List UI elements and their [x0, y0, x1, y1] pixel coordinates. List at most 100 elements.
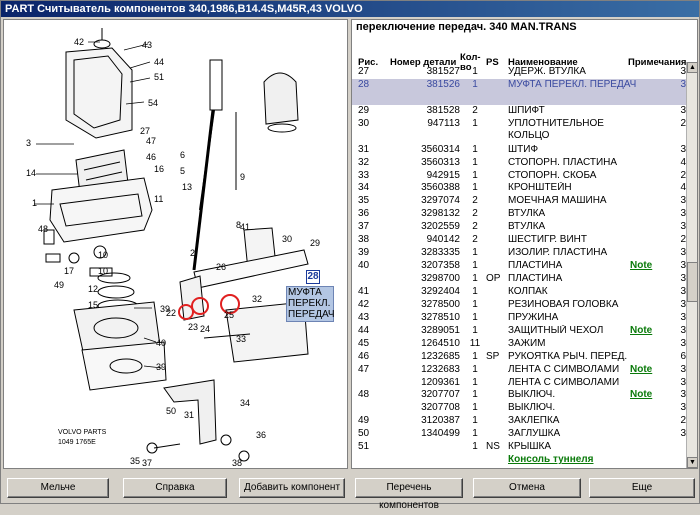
cancel-button[interactable]: Отмена: [473, 478, 581, 498]
svg-text:2: 2: [190, 248, 195, 258]
svg-text:6: 6: [180, 150, 185, 160]
svg-text:39: 39: [160, 304, 170, 314]
add-component-button[interactable]: Добавить компонент: [239, 478, 345, 498]
console-link[interactable]: Консоль туннеля: [508, 454, 594, 466]
svg-text:10: 10: [98, 250, 108, 260]
list-header: Рис. Номер детали Кол-во PS Наименование…: [352, 34, 688, 78]
note-link[interactable]: Note: [630, 260, 653, 272]
note-link[interactable]: Note: [630, 363, 653, 375]
header-part: Номер детали: [390, 57, 457, 68]
svg-text:39: 39: [156, 362, 166, 372]
svg-text:12: 12: [88, 284, 98, 294]
scroll-down-icon[interactable]: ▼: [687, 457, 697, 468]
svg-text:44: 44: [154, 57, 164, 67]
svg-text:51: 51: [154, 72, 164, 82]
svg-text:25: 25: [224, 310, 234, 320]
header-qty: Кол-во: [460, 52, 481, 73]
more-button[interactable]: Еще: [589, 478, 695, 498]
svg-text:33: 33: [236, 334, 246, 344]
header-notes: Примечания: [628, 57, 687, 68]
svg-text:27: 27: [140, 126, 150, 136]
svg-text:41: 41: [240, 222, 250, 232]
diagram-watermark-2: 1049 1765E: [58, 439, 96, 446]
header-ris: Рис.: [358, 57, 379, 68]
svg-text:34: 34: [240, 398, 250, 408]
svg-text:15: 15: [88, 300, 98, 310]
svg-text:47: 47: [146, 136, 156, 146]
svg-text:23: 23: [188, 322, 198, 332]
svg-text:3: 3: [26, 138, 31, 148]
svg-text:48: 48: [38, 224, 48, 234]
svg-text:29: 29: [310, 238, 320, 248]
svg-text:5: 5: [180, 166, 185, 176]
component-list-button[interactable]: Перечень компонентов: [355, 478, 463, 511]
svg-text:8: 8: [236, 220, 241, 230]
svg-text:37: 37: [142, 458, 152, 468]
list-scrollbar[interactable]: ▲ ▼: [686, 62, 697, 468]
svg-text:16: 16: [154, 164, 164, 174]
svg-text:35: 35: [130, 456, 140, 466]
help-button[interactable]: Справка: [123, 478, 227, 498]
window-title: PART Считыватель компонентов 340,1986,B1…: [1, 1, 699, 17]
exploded-diagram[interactable]: 42 43 44 51 54 27 3 47 46 14 16 6 5 13 9…: [3, 19, 348, 469]
diagram-drawing: 42 43 44 51 54 27 3 47 46 14 16 6 5 13 9…: [26, 28, 320, 468]
scroll-up-icon[interactable]: ▲: [687, 62, 697, 73]
svg-text:54: 54: [148, 98, 158, 108]
scroll-thumb[interactable]: [687, 262, 697, 302]
svg-text:10: 10: [98, 266, 108, 276]
svg-text:9: 9: [240, 172, 245, 182]
svg-text:24: 24: [200, 324, 210, 334]
svg-text:22: 22: [166, 308, 176, 318]
svg-text:14: 14: [26, 168, 36, 178]
svg-text:46: 46: [146, 152, 156, 162]
parts-list-pane[interactable]: переключение передач. 340 MAN.TRANS Рис.…: [351, 19, 698, 469]
svg-text:32: 32: [252, 294, 262, 304]
svg-text:17: 17: [64, 266, 74, 276]
list-title: переключение передач. 340 MAN.TRANS: [356, 21, 577, 33]
footer-link-row[interactable]: Консоль туннеля: [352, 454, 688, 467]
svg-text:31: 31: [184, 410, 194, 420]
note-link[interactable]: Note: [630, 324, 653, 336]
callout-number[interactable]: 28: [306, 270, 320, 284]
svg-text:11: 11: [154, 194, 163, 204]
svg-text:50: 50: [166, 406, 176, 416]
svg-text:36: 36: [256, 430, 266, 440]
svg-text:43: 43: [142, 40, 152, 50]
note-link[interactable]: Note: [630, 389, 653, 401]
header-name: Наименование: [508, 57, 578, 68]
header-ps: PS: [486, 57, 499, 68]
zoom-out-button[interactable]: Мельче: [7, 478, 109, 498]
diagram-watermark-1: VOLVO PARTS: [58, 429, 107, 436]
svg-text:49: 49: [54, 280, 64, 290]
